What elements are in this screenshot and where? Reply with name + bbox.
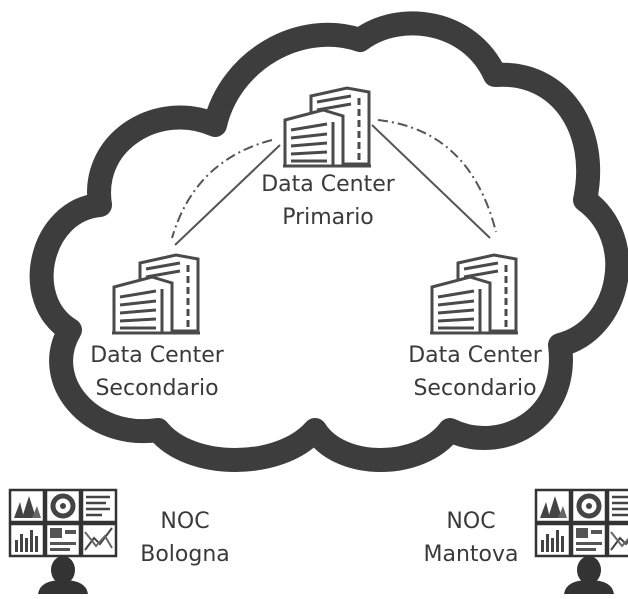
- noc-bologna-label-line1: NOC: [160, 509, 209, 534]
- secondary-left-label-line1: Data Center: [90, 343, 225, 368]
- secondary-left-label-line2: Secondario: [95, 376, 218, 401]
- noc-mantova-label-line2: Mantova: [424, 542, 519, 567]
- connections: [171, 119, 497, 246]
- secondary-right-label-line2: Secondario: [413, 376, 536, 401]
- primary-label-line2: Primario: [282, 205, 374, 230]
- noc-mantova-label-line1: NOC: [446, 509, 495, 534]
- cloud-shape: [29, 11, 628, 472]
- noc-bologna-label-line2: Bologna: [140, 542, 230, 567]
- noc-mantova-operator-monitors-icon: [536, 490, 628, 594]
- noc-bologna-operator-monitors-icon: [10, 490, 116, 594]
- secondary-right-label-line1: Data Center: [408, 343, 543, 368]
- primary-label-line1: Data Center: [261, 172, 396, 197]
